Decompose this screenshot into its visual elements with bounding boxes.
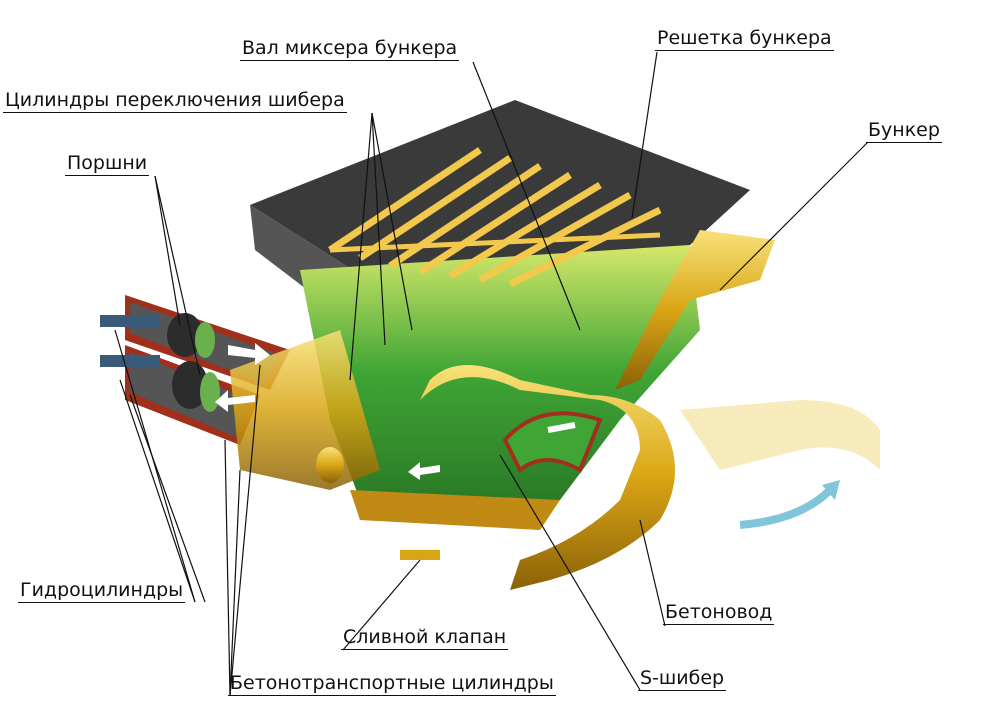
label-mixer-shaft: Вал миксера бункера [240,37,460,61]
label-hopper-grate: Решетка бункера [655,27,834,51]
s-gate [420,365,675,590]
cylinder-housing [230,330,380,490]
label-hydraulic-cylinders: Гидроцилиндры [18,579,186,603]
label-drain-valve: Сливной клапан [341,626,509,650]
label-s-gate: S-шибер [638,667,727,691]
flow-arrows [215,343,440,480]
label-concrete-cylinders: Бетонотранспортные цилиндры [228,672,556,696]
concrete-pipe-ghost [680,400,880,470]
label-hopper: Бункер [866,119,942,143]
hopper-funnel [615,230,775,390]
label-pistons: Поршни [65,152,150,176]
rotation-arrow [739,487,833,529]
hopper-grate [328,147,662,288]
label-gate-cylinders: Цилиндры переключения шибера [3,89,347,113]
label-concrete-pipe: Бетоновод [663,601,775,625]
nozzle [316,447,344,483]
drain-valve [350,490,560,530]
